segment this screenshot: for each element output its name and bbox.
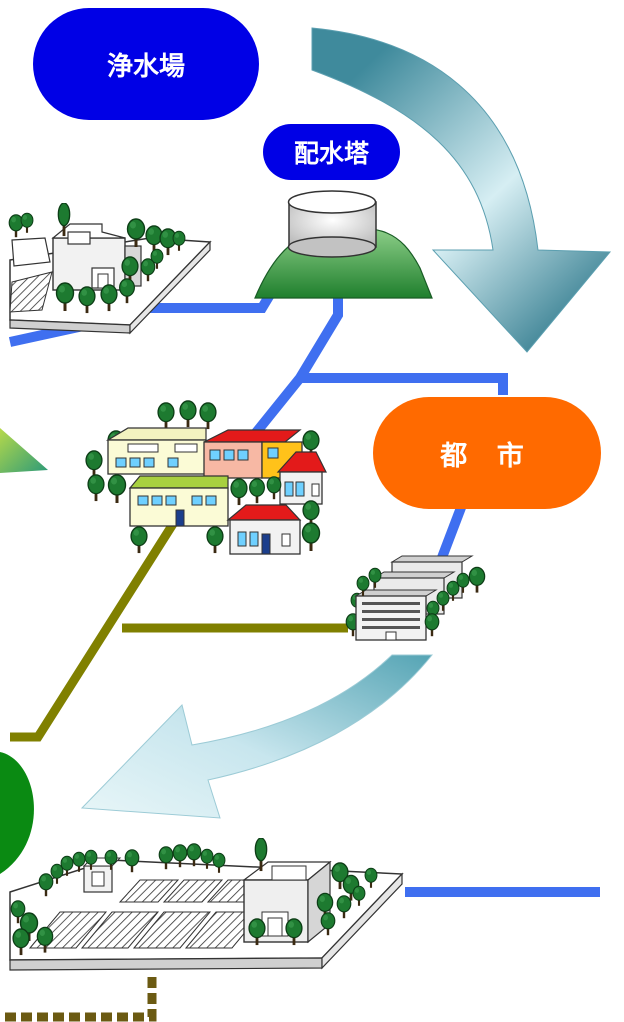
water-plant-label: 浄水場 <box>33 8 259 120</box>
left-green-disc-icon <box>0 752 34 874</box>
sewer-pipes <box>10 502 348 742</box>
water-tower-icon <box>254 190 433 299</box>
water-plant-facility-icon <box>8 203 212 335</box>
city-label: 都 市 <box>373 397 601 509</box>
dotted-pipe <box>5 977 157 1022</box>
cycle-arrow-bottom-icon <box>80 654 434 819</box>
apartment-buildings-icon <box>345 555 486 641</box>
left-arrow-tip-icon <box>0 428 48 473</box>
sewage-treatment-plant-icon <box>9 838 404 971</box>
cycle-arrow-top-right-icon <box>311 27 612 353</box>
residential-houses-icon <box>85 400 327 555</box>
water-tower-label: 配水塔 <box>263 124 400 180</box>
